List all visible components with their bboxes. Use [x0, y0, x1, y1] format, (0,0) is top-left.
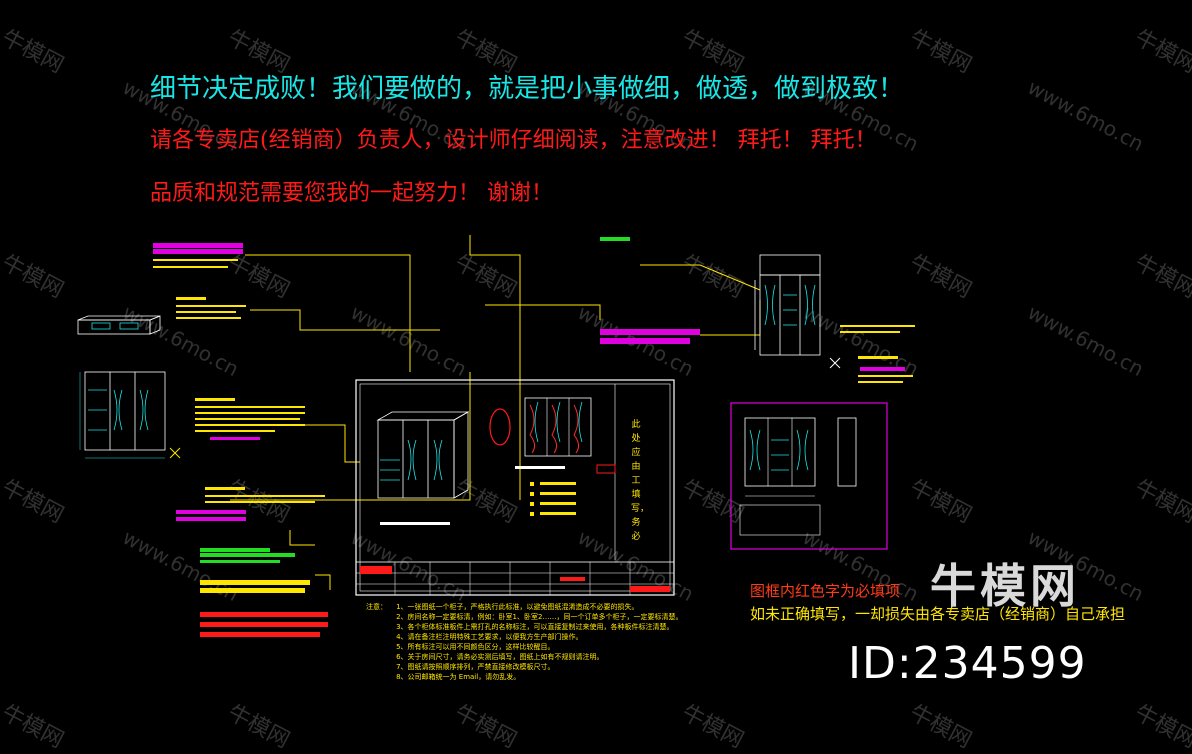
wardrobe-right-top	[754, 254, 821, 356]
note-item: 3、各个柜体标准板件上需打孔的名称标注，可以直接复制过来使用，各种板件标注清楚。	[396, 623, 674, 631]
headline-line-3: 品质和规范需要您我的一起努力！ 谢谢！	[150, 181, 553, 206]
wardrobe-left-front	[79, 371, 166, 459]
wardrobe-right-frame	[730, 402, 888, 550]
notes-block: 注意： 1、一张图纸一个柜子，严格执行此标准，以避免图纸混淆造成不必要的损失。 …	[366, 602, 682, 682]
annotation-text-rows	[153, 259, 915, 503]
note-item: 5、所有标注可以用不同颜色区分，这样比较醒目。	[396, 643, 555, 651]
revision-ellipse	[489, 408, 511, 446]
cross-mark-right	[829, 357, 841, 369]
note-item: 1、一张图纸一个柜子，严格执行此标准，以避免图纸混淆造成不必要的损失。	[396, 603, 639, 611]
notice-red: 图框内红色字为必填项	[750, 582, 901, 600]
note-item: 2、房间名称一定要标清，例如：卧室1、卧室2……，同一个订单多个柜子，一定要标清…	[396, 613, 683, 621]
cross-mark-left	[169, 447, 181, 459]
headline-line-2: 请各专卖店(经销商）负责人，设计师仔细阅读，注意改进！ 拜托！ 拜托！	[150, 128, 877, 153]
notes-title: 注意：	[366, 603, 387, 611]
wardrobe-3d-main	[376, 411, 470, 499]
notice-yellow: 如未正确填写，一却损失由各专卖店（经销商）自己承担	[750, 605, 1126, 623]
id-label: ID:234599	[848, 638, 1087, 689]
material-legend	[380, 464, 616, 525]
note-item: 4、请在备注栏注明特殊工艺要求，以便我方生产部门操作。	[396, 633, 583, 641]
brand-logo: 牛模网	[930, 559, 1080, 613]
drawer-3d	[77, 315, 161, 335]
wardrobe-doors	[524, 397, 592, 457]
notes-list: 1、一张图纸一个柜子，严格执行此标准，以避免图纸混淆造成不必要的损失。 2、房间…	[396, 602, 682, 682]
headline-line-1: 细节决定成败！我们要做的，就是把小事做细，做透，做到极致！	[150, 74, 905, 104]
sheet-vertical-note: 此处应由工填写，务必	[631, 420, 650, 542]
drawing-sheet-frame	[355, 379, 675, 596]
note-item: 6、关于房间尺寸，请务必实测后填写，图纸上如有不规则请注明。	[396, 653, 604, 661]
highlight-bars	[153, 237, 905, 637]
note-item: 8、公司邮箱统一为 Email，请勿乱发。	[396, 673, 521, 681]
note-item: 7、图纸请按照顺序排列，严禁直接修改模板尺寸。	[396, 663, 555, 671]
